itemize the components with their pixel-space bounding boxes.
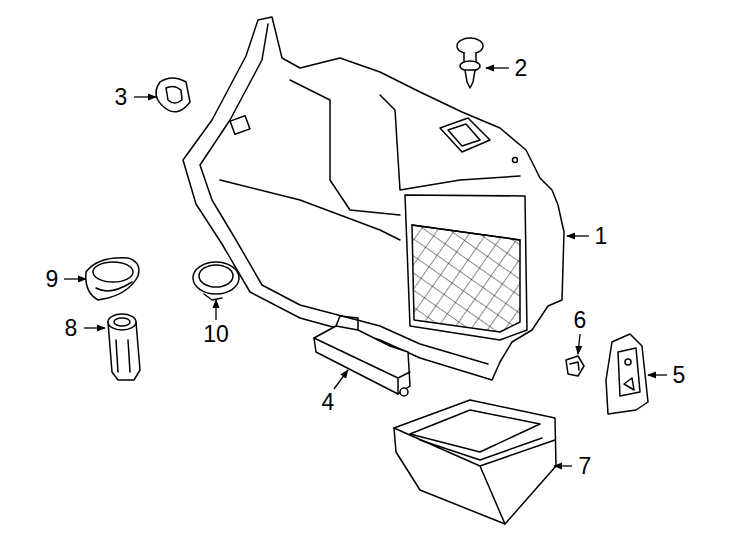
callout-number: 6	[573, 309, 588, 332]
leader-arrows	[64, 68, 667, 466]
callout-number: 5	[672, 364, 687, 387]
callout-number: 8	[64, 317, 79, 340]
callout-number: 7	[578, 455, 593, 478]
callout-number: 10	[202, 323, 230, 346]
callout-number: 3	[114, 86, 129, 109]
callout-number: 1	[594, 225, 609, 248]
trim-panel	[183, 17, 564, 380]
callout-number: 4	[321, 391, 336, 414]
callout-number: 2	[514, 57, 529, 80]
callout-number: 9	[45, 268, 60, 291]
